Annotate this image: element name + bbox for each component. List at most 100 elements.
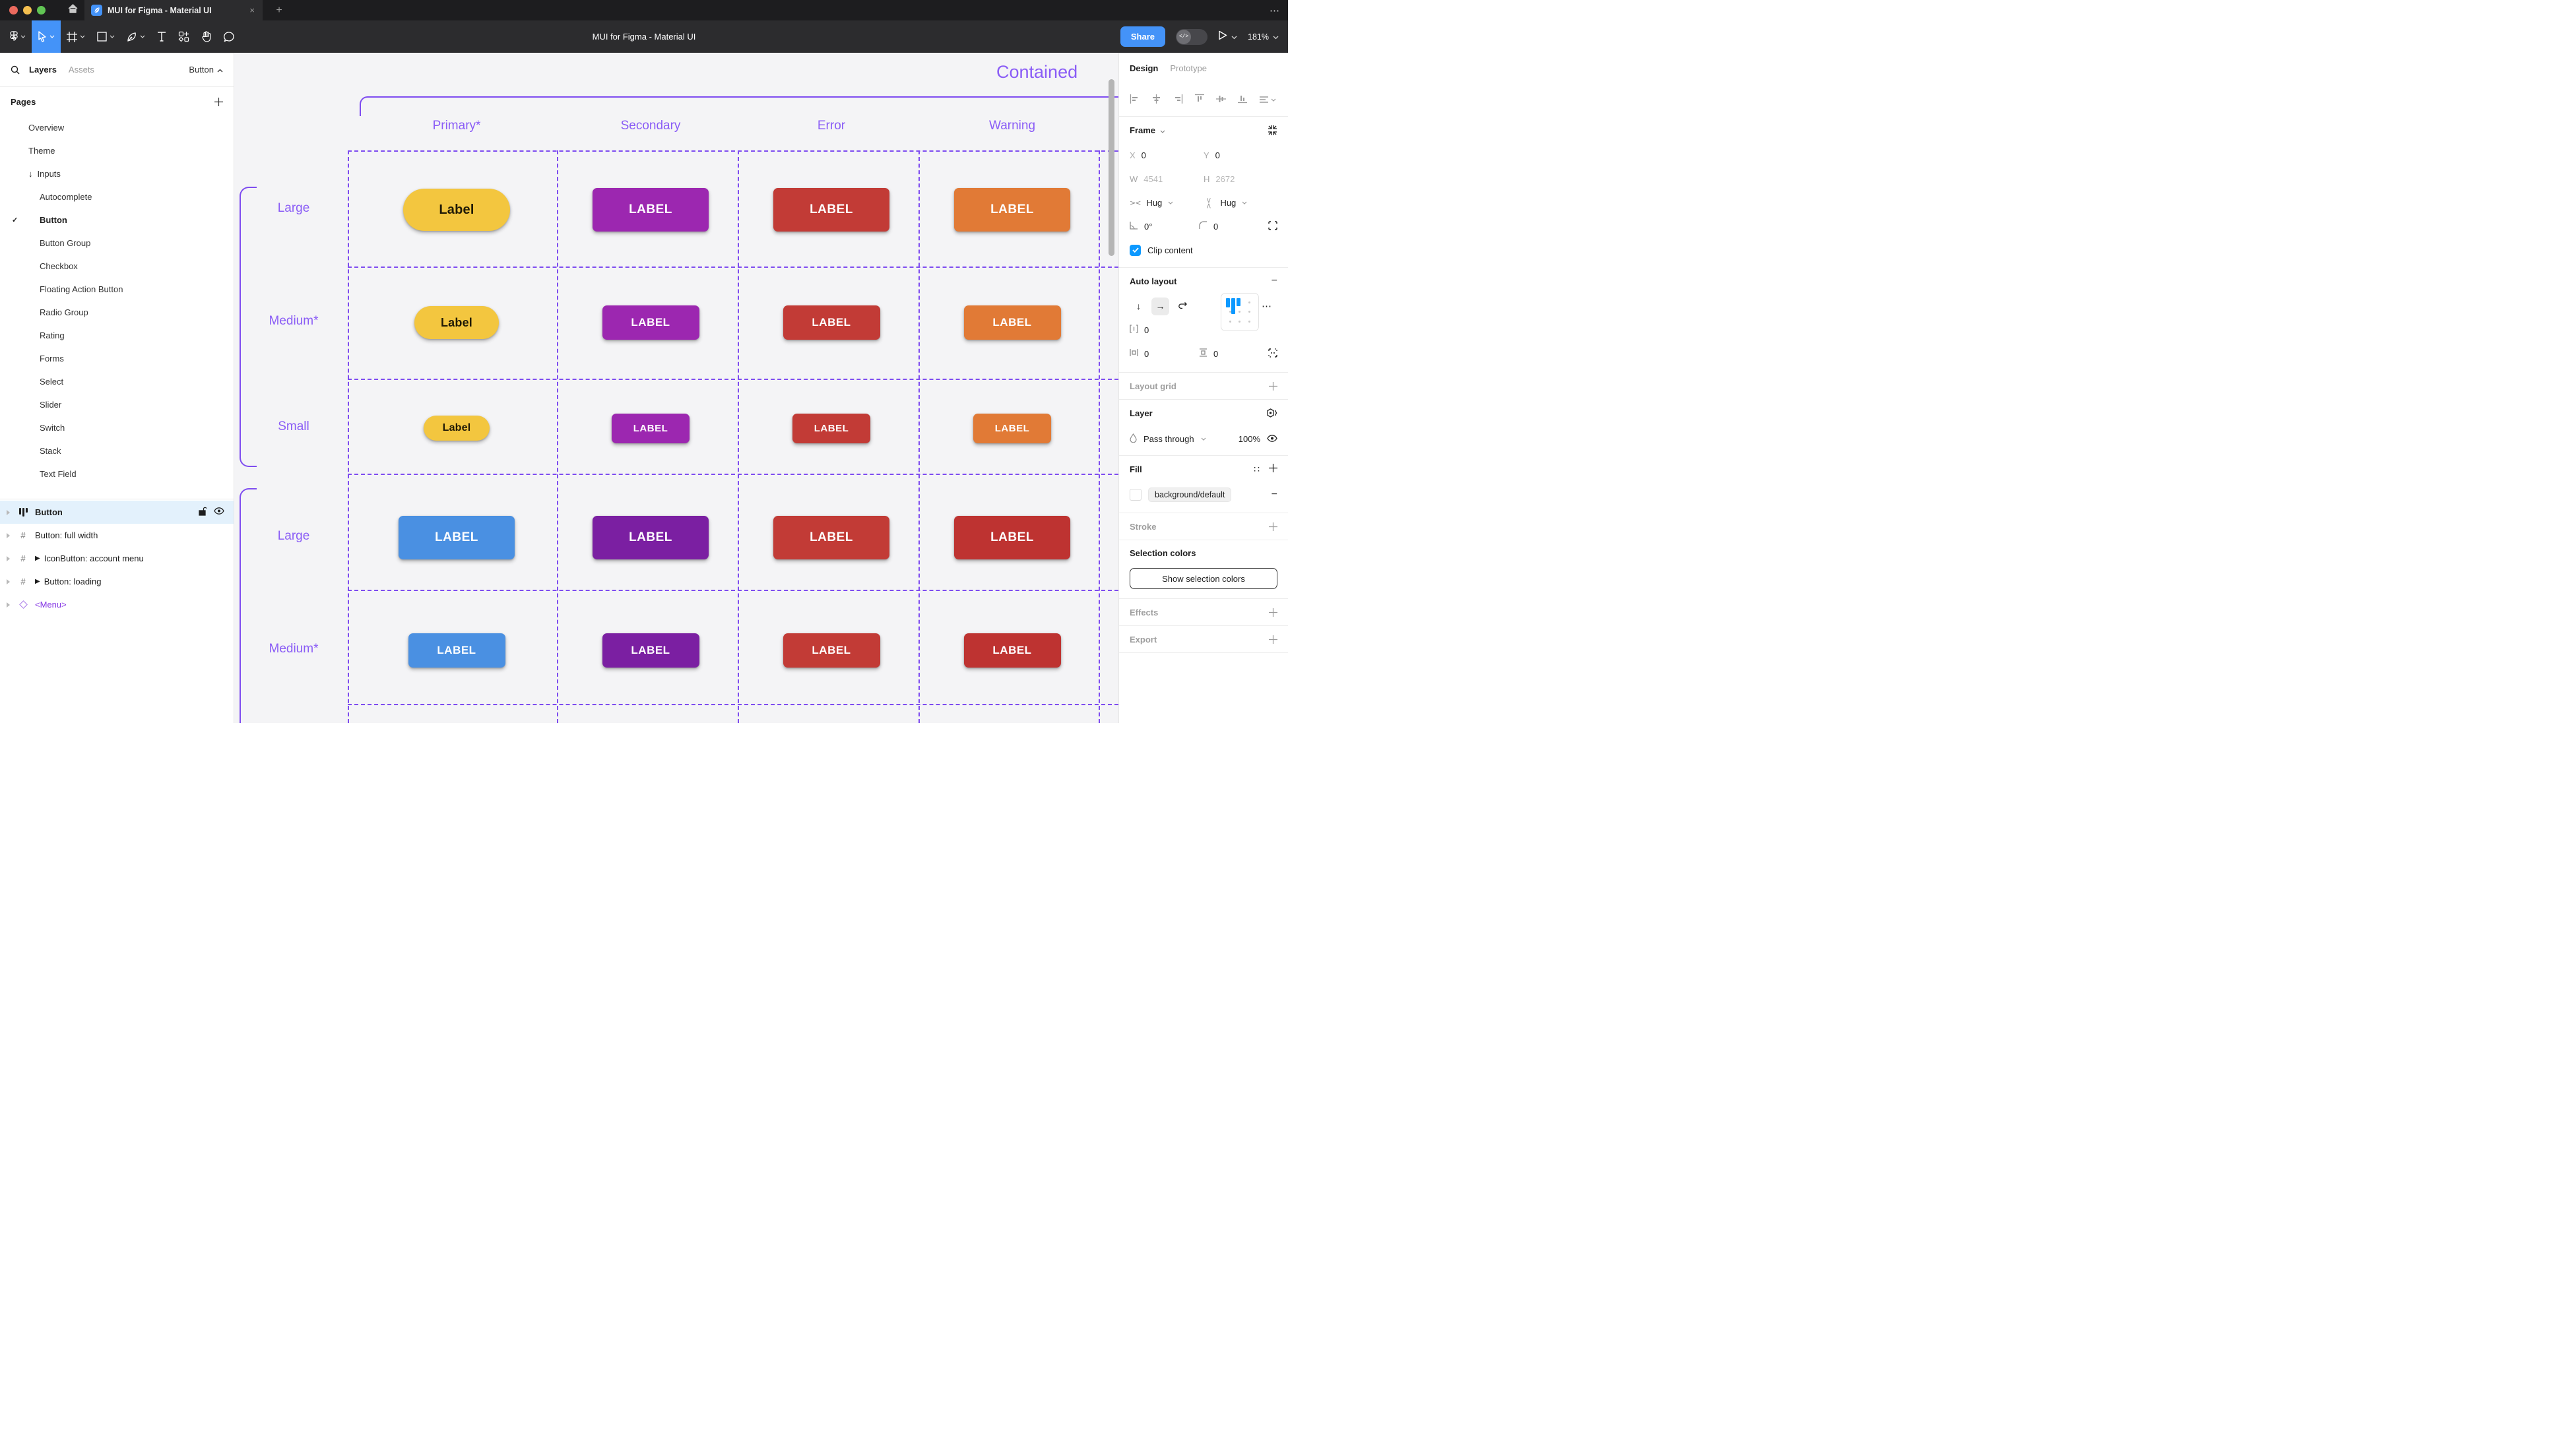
auto-layout-alignment-box[interactable] xyxy=(1221,293,1259,331)
page-item-rating[interactable]: Rating xyxy=(0,324,234,347)
add-page-button[interactable] xyxy=(214,97,223,106)
maximize-window-button[interactable] xyxy=(37,6,46,15)
horizontal-resize-field[interactable]: >< Hug xyxy=(1130,198,1204,208)
direction-vertical-button[interactable]: ↓ xyxy=(1136,301,1141,311)
layer-item--menu-[interactable]: <Menu> xyxy=(0,593,234,616)
present-control[interactable] xyxy=(1218,30,1237,44)
share-button[interactable]: Share xyxy=(1120,26,1166,47)
shape-tool-button[interactable] xyxy=(91,20,121,53)
canvas-button[interactable]: LABEL xyxy=(963,305,1061,340)
independent-padding-icon[interactable] xyxy=(1268,348,1277,360)
remove-fill-icon[interactable]: − xyxy=(1271,489,1277,500)
page-item-slider[interactable]: Slider xyxy=(0,393,234,416)
tab-design[interactable]: Design xyxy=(1130,63,1159,73)
align-v-center-icon[interactable] xyxy=(1216,94,1226,106)
new-tab-button[interactable]: + xyxy=(276,4,282,16)
canvas-button[interactable]: LABEL xyxy=(612,413,690,443)
canvas-button[interactable]: LABEL xyxy=(792,413,870,443)
visibility-eye-icon[interactable] xyxy=(214,507,224,518)
page-item-button-group[interactable]: Button Group xyxy=(0,232,234,255)
clip-content-row[interactable]: Clip content xyxy=(1130,238,1277,262)
move-tool-button[interactable] xyxy=(32,20,61,53)
main-menu-button[interactable] xyxy=(4,20,32,53)
canvas-button[interactable]: Label xyxy=(403,189,510,231)
chevron-right-icon[interactable] xyxy=(7,602,10,608)
align-h-center-icon[interactable] xyxy=(1151,94,1161,106)
direction-horizontal-button[interactable]: → xyxy=(1151,297,1169,315)
rotation-field[interactable]: 0° xyxy=(1130,221,1199,232)
page-item-autocomplete[interactable]: Autocomplete xyxy=(0,185,234,208)
distribute-icon[interactable] xyxy=(1259,96,1276,104)
direction-wrap-button[interactable] xyxy=(1173,298,1191,315)
align-top-icon[interactable] xyxy=(1195,94,1204,106)
layer-item-iconbutton-account-menu[interactable]: #▶IconButton: account menu xyxy=(0,547,234,570)
fill-token[interactable]: background/default xyxy=(1148,487,1232,502)
pen-tool-button[interactable] xyxy=(121,20,151,53)
frame-title[interactable]: Contained xyxy=(996,62,1078,82)
remove-auto-layout-icon[interactable]: − xyxy=(1271,275,1277,286)
show-selection-colors-button[interactable]: Show selection colors xyxy=(1130,568,1277,589)
fill-color-swatch[interactable] xyxy=(1130,489,1142,501)
page-item-checkbox[interactable]: Checkbox xyxy=(0,255,234,278)
page-jump-control[interactable]: Button xyxy=(189,65,223,75)
text-tool-button[interactable] xyxy=(151,20,172,53)
align-right-icon[interactable] xyxy=(1173,94,1183,106)
page-item-switch[interactable]: Switch xyxy=(0,416,234,439)
page-item-overview[interactable]: Overview xyxy=(0,116,234,139)
independent-corners-icon[interactable] xyxy=(1268,220,1277,232)
shrink-icon[interactable] xyxy=(1268,125,1277,135)
add-layout-grid-icon[interactable] xyxy=(1269,381,1277,391)
canvas-button[interactable]: LABEL xyxy=(783,305,880,340)
canvas-button[interactable]: LABEL xyxy=(963,633,1061,668)
vertical-resize-field[interactable]: >< Hug xyxy=(1204,197,1277,208)
page-item-floating-action-button[interactable]: Floating Action Button xyxy=(0,278,234,301)
vertical-padding-field[interactable]: 0 xyxy=(1199,348,1268,359)
close-tab-icon[interactable]: × xyxy=(249,5,255,15)
add-fill-icon[interactable] xyxy=(1269,464,1277,474)
add-effect-icon[interactable] xyxy=(1269,608,1277,617)
page-item-button[interactable]: ✓Button xyxy=(0,208,234,232)
minimize-window-button[interactable] xyxy=(23,6,32,15)
canvas-button[interactable]: LABEL xyxy=(783,633,880,668)
file-tab[interactable]: MUI for Figma - Material UI × xyxy=(84,0,263,20)
align-left-icon[interactable] xyxy=(1130,94,1140,106)
close-window-button[interactable] xyxy=(9,6,18,15)
canvas-button[interactable]: LABEL xyxy=(399,516,515,559)
window-more-icon[interactable]: ⋯ xyxy=(1270,5,1280,16)
tab-layers[interactable]: Layers xyxy=(29,65,57,75)
canvas-button[interactable]: Label xyxy=(424,416,490,441)
canvas-button[interactable]: LABEL xyxy=(408,633,505,668)
clip-content-checkbox[interactable] xyxy=(1130,244,1141,256)
tab-prototype[interactable]: Prototype xyxy=(1170,63,1207,73)
canvas-button[interactable]: LABEL xyxy=(773,188,889,232)
dev-mode-toggle[interactable]: </> xyxy=(1176,28,1208,45)
tab-assets[interactable]: Assets xyxy=(68,65,94,75)
canvas-button[interactable]: LABEL xyxy=(973,413,1051,443)
blend-mode-value[interactable]: Pass through xyxy=(1143,433,1194,444)
page-item-radio-group[interactable]: Radio Group xyxy=(0,301,234,324)
blend-mode-icon[interactable] xyxy=(1266,408,1277,418)
styles-icon[interactable]: ∷ xyxy=(1254,463,1260,474)
canvas-button[interactable]: LABEL xyxy=(602,633,699,668)
zoom-control[interactable]: 181% xyxy=(1248,32,1279,42)
canvas-button[interactable]: LABEL xyxy=(602,305,699,340)
page-item-stack[interactable]: Stack xyxy=(0,439,234,462)
layer-item-button[interactable]: Button xyxy=(0,501,234,524)
page-item-text-field[interactable]: Text Field xyxy=(0,462,234,486)
chevron-right-icon[interactable] xyxy=(7,555,10,561)
horizontal-padding-field[interactable]: 0 xyxy=(1130,348,1199,359)
add-export-icon[interactable] xyxy=(1269,635,1277,644)
canvas-button[interactable]: LABEL xyxy=(773,516,889,559)
layer-item-button-full-width[interactable]: #Button: full width xyxy=(0,524,234,547)
auto-layout-more-icon[interactable]: ⋯ xyxy=(1262,301,1272,312)
visibility-eye-icon[interactable] xyxy=(1267,434,1277,444)
canvas-button[interactable]: LABEL xyxy=(954,516,1070,559)
add-stroke-icon[interactable] xyxy=(1269,522,1277,531)
canvas-button[interactable]: Label xyxy=(414,306,499,339)
canvas-button[interactable]: LABEL xyxy=(593,188,709,232)
layer-item-button-loading[interactable]: #▶Button: loading xyxy=(0,570,234,593)
opacity-value[interactable]: 100% xyxy=(1238,433,1260,444)
